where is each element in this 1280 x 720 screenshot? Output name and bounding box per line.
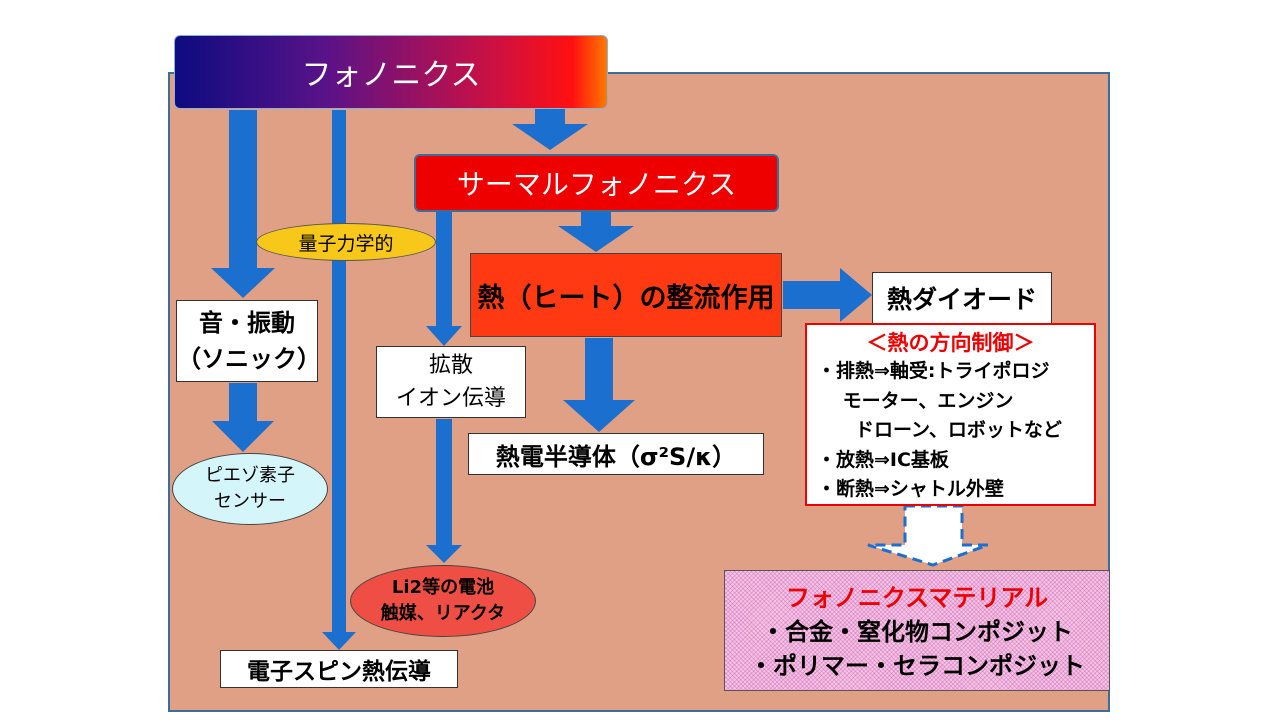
quantum-ellipse: 量子力学的 [256, 223, 436, 261]
electron-spin-box: 電子スピン熱伝導 [220, 650, 458, 688]
control-line: モーター、エンジン [817, 389, 1014, 412]
arrow-to-diffusion [426, 212, 462, 346]
heat-rectification-label: 熱（ヒート）の整流作用 [477, 282, 775, 314]
control-line: ・放熱⇒IC基板 [817, 448, 949, 471]
battery-label: Li2等の電池 触媒、リアクタ [380, 577, 506, 624]
photonics-label: フォノニクス [301, 58, 481, 93]
thermal-photonics-box: サーマルフォノニクス [414, 154, 779, 212]
heat-rectification-box: 熱（ヒート）の整流作用 [470, 253, 782, 337]
diffusion-box: 拡散 イオン伝導 [376, 346, 526, 418]
battery-ellipse: Li2等の電池 触媒、リアクタ [350, 565, 536, 637]
arrow-to-materials [867, 504, 989, 567]
control-line: ・排熱⇒軸受:トライポロジ [817, 360, 1050, 382]
materials-title: フォノニクスマテリアル [785, 584, 1049, 612]
thermoelectric-label: 熱電半導体（σ²S/κ） [495, 442, 737, 471]
arrow-to-thermal [512, 109, 588, 150]
control-line: ・断熱⇒シャトル外壁 [817, 478, 1004, 500]
piezo-ellipse: ピエゾ素子 センサー [172, 453, 328, 525]
photonics-box: フォノニクス [174, 35, 608, 109]
arrow-to-battery [426, 419, 462, 563]
materials-box: フォノニクスマテリアル ・合金・窒化物コンポジット ・ポリマー・セラコンポジット [724, 570, 1110, 691]
piezo-label: ピエゾ素子 センサー [205, 465, 295, 512]
electron-spin-label: 電子スピン熱伝導 [247, 659, 431, 685]
direction-control-title: ＜熱の方向制御＞ [866, 331, 1035, 355]
arrow-to-sound [211, 110, 275, 298]
control-line: ドローン、ロボットなど [817, 419, 1062, 441]
thermal-photonics-label: サーマルフォノニクス [456, 168, 737, 201]
thermal-diode-box: 熱ダイオード [872, 272, 1052, 324]
arrow-to-heat-rect [558, 212, 634, 252]
direction-control-box: ＜熱の方向制御＞ ・排熱⇒軸受:トライポロジ モーター、エンジン ドローン、ロボ… [805, 323, 1096, 506]
arrow-to-piezo [212, 383, 274, 452]
quantum-label: 量子力学的 [298, 232, 394, 255]
materials-line-1: ・合金・窒化物コンポジット [761, 618, 1073, 646]
thermoelectric-box: 熱電半導体（σ²S/κ） [468, 433, 764, 475]
diffusion-label: 拡散 イオン伝導 [395, 353, 506, 411]
sound-vibration-box: 音・振動 （ソニック） [176, 300, 321, 382]
thermal-diode-label: 熱ダイオード [886, 285, 1037, 314]
arrow-to-electron-spin [322, 110, 356, 650]
arrow-to-diode [783, 268, 872, 322]
materials-line-2: ・ポリマー・セラコンポジット [749, 652, 1085, 680]
arrow-to-thermoelectric [563, 338, 635, 432]
sound-vibration-label: 音・振動 （ソニック） [177, 309, 321, 373]
